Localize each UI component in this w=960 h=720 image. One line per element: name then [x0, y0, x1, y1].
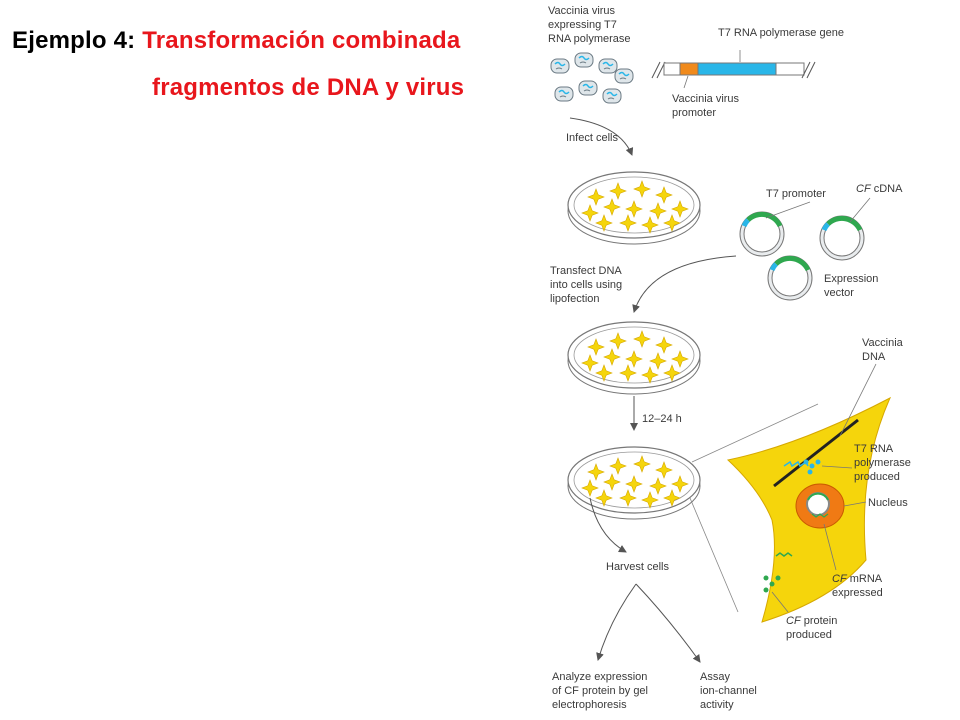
nucleus-label: Nucleus: [868, 497, 908, 509]
cf-cdna-label: CF cDNA: [856, 183, 903, 195]
harvest-label: Harvest cells: [606, 561, 669, 573]
cf-protein-label: CF protein produced: [786, 615, 840, 641]
vaccinia-promoter-label: Vaccinia virus promoter: [672, 93, 742, 119]
plasmid-2: [822, 218, 862, 258]
dish-infected: [568, 172, 700, 244]
vaccinia-dna-strand: [773, 418, 859, 488]
vaccinia-virus-particles: [550, 52, 634, 104]
gene-segment: [697, 62, 777, 76]
dish-expressing: [568, 447, 700, 519]
time-label: 12–24 h: [642, 413, 682, 425]
cf-mrna-label: CF mRNA expressed: [832, 573, 885, 599]
title-main: Transformación combinada: [142, 27, 461, 54]
t7-gene-construct: [651, 50, 816, 89]
vaccinia-dna-label: Vaccinia DNA: [862, 337, 906, 363]
enlarged-cell: [726, 396, 892, 623]
title-prefix: Ejemplo 4:: [12, 27, 143, 54]
page-title: Ejemplo 4: Transformación combinada: [12, 27, 460, 55]
plasmid-1: [742, 214, 782, 254]
promoter-segment: [679, 62, 699, 76]
vaccinia-expression-diagram: Vaccinia virus expressing T7 RNA polymer…: [548, 5, 914, 711]
analyze-label: Analyze expression of CF protein by gel …: [552, 671, 651, 711]
plasmid-3: [770, 258, 810, 298]
vaccinia-label: Vaccinia virus expressing T7 RNA polymer…: [548, 5, 631, 45]
infect-label: Infect cells: [566, 132, 618, 144]
t7-rna-polymerase-label: T7 RNA polymerase produced: [854, 443, 914, 483]
t7-gene-label: T7 RNA polymerase gene: [718, 27, 844, 39]
dish-transfected: [568, 322, 700, 394]
assay-label: Assay ion-channel activity: [700, 671, 760, 711]
expression-vector-label: Expression vector: [824, 273, 881, 299]
t7-promoter-label: T7 promoter: [766, 188, 826, 200]
transfect-label: Transfect DNA into cells using lipofecti…: [550, 265, 625, 305]
page-subtitle: fragmentos de DNA y virus: [152, 74, 465, 101]
